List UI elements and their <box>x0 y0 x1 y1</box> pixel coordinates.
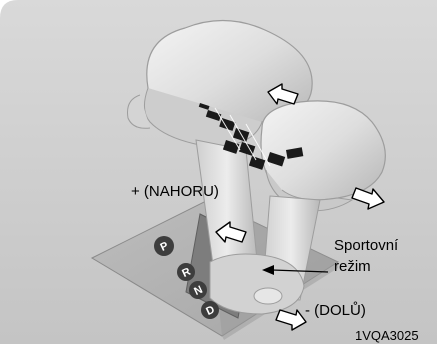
label-up: + (NAHORU) <box>131 183 219 200</box>
label-sport-mode-line2: režim <box>334 258 371 275</box>
label-down: - (DOLŮ) <box>305 302 366 319</box>
shifter-knob-front <box>261 101 385 202</box>
label-sport-mode-line1: Sportovní <box>334 237 398 254</box>
figure-code: 1VQA3025 <box>355 328 419 343</box>
